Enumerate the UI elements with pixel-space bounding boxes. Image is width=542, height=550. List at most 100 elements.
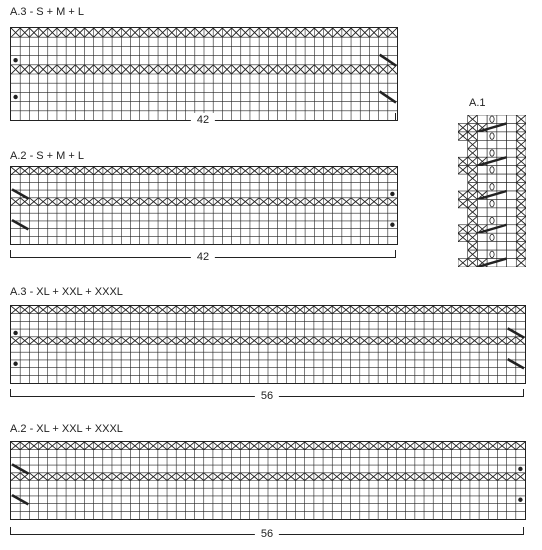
cross-stitch-mark [350,472,361,481]
stitch-grid-a2-xl [10,441,526,520]
cross-stitch-mark [38,64,49,75]
cross-stitch-mark [295,336,306,345]
cross-stitch-mark [442,306,452,315]
cross-stitch-mark [38,197,49,206]
edge-dot-mark [518,466,523,472]
cross-stitch-mark [515,190,527,200]
cross-stitch-mark [304,336,315,345]
cross-stitch-mark [341,167,352,176]
cross-stitch-mark [396,442,406,451]
cross-stitch-mark [231,167,242,176]
cross-stitch-mark [467,182,478,192]
cross-stitch-mark [230,306,241,315]
cross-stitch-mark [166,28,177,38]
cross-stitch-mark [515,182,527,192]
cross-stitch-mark [212,472,223,481]
cross-stitch-mark [65,306,76,315]
cross-stitch-mark [230,442,241,451]
cross-stitch-mark [56,336,67,345]
cross-stitch-mark [467,258,478,268]
cross-stitch-mark [350,442,361,451]
cross-stitch-mark [369,64,379,75]
cross-stitch-mark [11,472,21,481]
cross-stitch-mark [515,258,527,268]
cross-stitch-mark [277,167,288,176]
cross-stitch-mark [222,64,232,75]
cross-stitch-mark [130,306,140,315]
cross-stitch-mark [148,306,159,315]
cross-stitch-mark [29,28,39,38]
cross-stitch-mark [203,28,214,38]
cross-stitch-mark [304,472,315,481]
cross-stitch-mark [148,197,159,206]
cross-stitch-mark [29,442,39,451]
cross-stitch-mark [11,336,21,345]
cross-stitch-mark [457,165,469,175]
cross-stitch-mark [139,28,150,38]
cross-stitch-mark [175,442,186,451]
cross-stitch-mark [460,442,471,451]
cross-stitch-mark [258,197,269,206]
cross-stitch-mark [377,336,388,345]
cross-stitch-mark [93,306,104,315]
cross-stitch-mark [157,28,168,38]
cross-stitch-mark [506,472,517,481]
cross-stitch-mark [442,472,452,481]
cross-stitch-mark [432,306,443,315]
cross-stitch-mark [387,442,397,451]
cross-stitch-mark [139,472,149,481]
cross-stitch-mark [515,165,527,175]
cross-stitch-mark [157,442,168,451]
cross-stitch-mark [387,306,397,315]
cross-stitch-mark [157,336,168,345]
edge-dot-mark [13,94,18,100]
cross-stitch-mark [102,64,113,75]
cross-stitch-mark [38,442,49,451]
cross-stitch-mark [157,64,168,75]
cable-slash-mark [477,122,507,134]
cross-stitch-mark [74,442,85,451]
cross-stitch-mark [313,442,324,451]
cross-stitch-mark [467,207,478,217]
cross-stitch-mark [467,215,478,226]
cross-stitch-mark [240,197,251,206]
cross-stitch-mark [111,64,122,75]
cross-stitch-mark [148,28,159,38]
cross-stitch-mark [111,28,122,38]
cross-stitch-mark [295,442,306,451]
edge-slash-mark [11,463,29,475]
cross-stitch-mark [93,197,104,206]
cross-stitch-mark [65,336,76,345]
edge-dot-mark [13,58,18,63]
cross-stitch-mark [331,442,342,451]
cross-stitch-mark [487,472,498,481]
cross-stitch-mark [369,28,379,38]
cross-stitch-mark [457,199,469,209]
cross-stitch-mark [175,306,186,315]
cross-stitch-mark [350,306,361,315]
cross-stitch-mark [432,336,443,345]
edge-dot-mark [390,222,395,227]
cross-stitch-mark [11,28,21,38]
cross-stitch-mark [387,472,397,481]
cross-stitch-mark [212,442,223,451]
cross-stitch-mark [130,167,140,176]
chart-title-a2-sml: A.2 - S + M + L [10,150,84,162]
cross-stitch-mark [11,64,21,75]
cross-stitch-mark [75,28,85,38]
stitch-count-bracket-a2-sml: 42 [10,250,396,264]
cross-stitch-mark [414,442,425,451]
edge-slash-mark [11,493,29,506]
cross-stitch-mark [84,442,94,451]
cross-stitch-mark [84,64,95,75]
cross-stitch-mark [139,306,149,315]
cross-stitch-mark [405,306,416,315]
cross-stitch-mark [313,197,324,206]
cross-stitch-mark [231,64,242,75]
cross-stitch-mark [322,472,333,481]
cross-stitch-mark [378,28,389,38]
cross-stitch-mark [120,167,131,176]
edge-slash-mark [378,90,397,104]
cross-stitch-mark [185,28,196,38]
cross-stitch-mark [84,336,94,345]
